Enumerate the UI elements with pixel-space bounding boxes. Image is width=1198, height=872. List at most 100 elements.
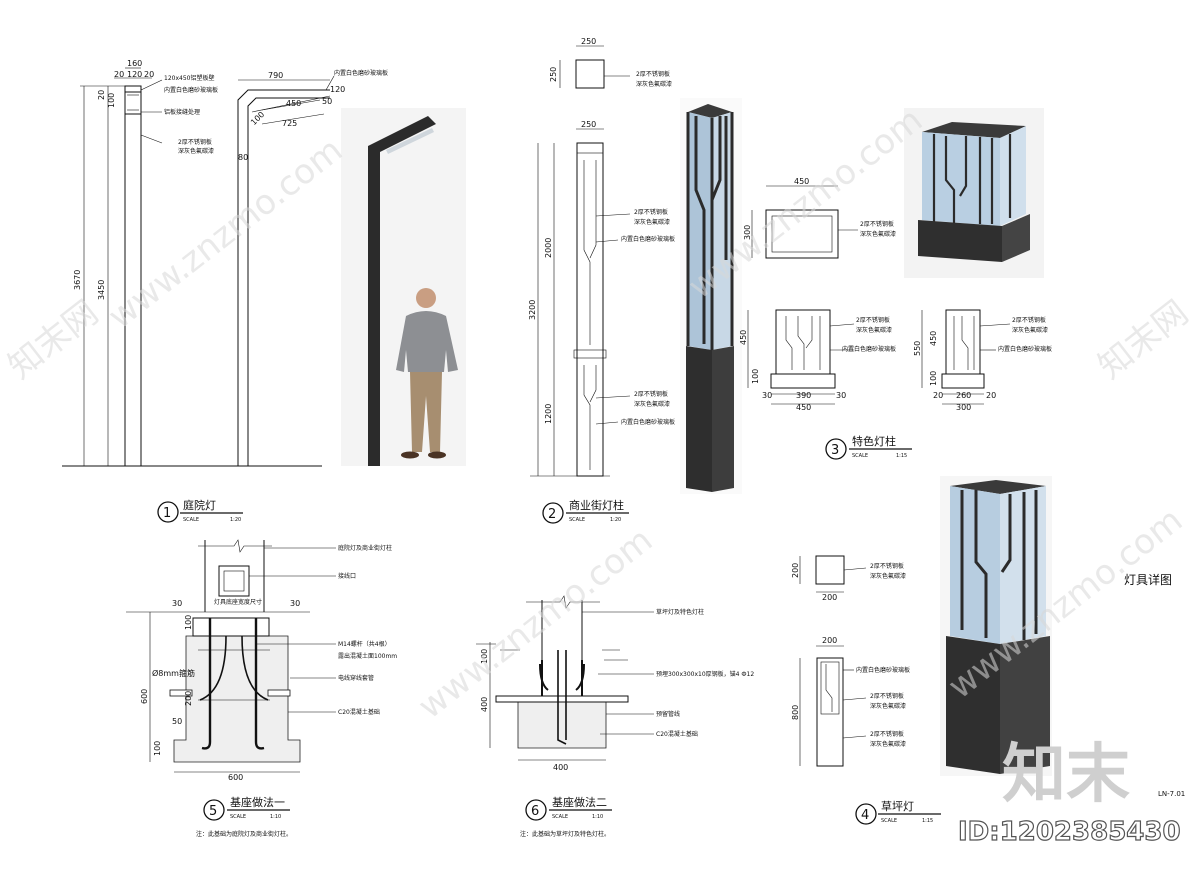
note-d2-1: 2厚不锈钢板 — [636, 70, 670, 78]
dim-d4-200c: 200 — [822, 636, 837, 645]
drawing-3-feature-lamp: 450 300 2厚不锈钢板 深灰色氟碳漆 450 100 390 30 30 … — [739, 108, 1052, 460]
detail-label: 灯具详图 — [1124, 572, 1172, 587]
note-d5-4: M14螺杆（共4根） — [338, 640, 391, 648]
note-d6-footer: 注：此基础为草坪灯及特色灯柱。 — [520, 830, 610, 838]
dim-100: 100 — [249, 110, 266, 127]
note-d5-5: 露出混凝土面100mm — [338, 652, 397, 660]
note-d3-8: 内置白色磨砂玻璃板 — [998, 345, 1052, 353]
note-d5-7: C20混凝土基础 — [338, 708, 380, 716]
scale-label-d6: SCALE — [552, 814, 568, 820]
dim-d3-100b: 100 — [929, 371, 938, 386]
dim-d3-450d: 450 — [929, 331, 938, 346]
dim-d5-30b: 30 — [290, 599, 300, 608]
note-d6-4: C20混凝土基础 — [656, 730, 698, 738]
dim-80: 80 — [238, 153, 248, 162]
scale-d4: 1:15 — [922, 818, 933, 824]
dim-d2-250b: 250 — [549, 67, 558, 82]
scale-d1: 1:20 — [230, 517, 241, 523]
dim-20-left: 20 — [114, 70, 124, 79]
title-number-4: 4 — [861, 808, 869, 823]
note-d4-5: 深灰色氟碳漆 — [870, 702, 906, 710]
dim-d2-250c: 250 — [581, 120, 596, 129]
note-d2-6: 2厚不锈钢板 — [634, 390, 668, 398]
note-d6-2: 预埋300x300x10厚钢板，锚4 Ф12 — [656, 670, 754, 678]
dim-d3-450c: 450 — [796, 403, 811, 412]
dim-3450: 3450 — [97, 280, 106, 300]
drawing-6-foundation-2: 草坪灯及特色灯柱 预埋300x300x10厚钢板，锚4 Ф12 预留管线 C20… — [476, 595, 754, 838]
dim-120b: 120 — [330, 85, 345, 94]
dim-d3-100a: 100 — [751, 369, 760, 384]
note-d1-6: 内置白色磨砂玻璃板 — [334, 69, 388, 77]
drawing-4-lawn-lamp: 200 200 2厚不锈钢板 深灰色氟碳漆 200 800 内置白色磨砂玻璃板 … — [791, 476, 1052, 825]
note-d2-5: 内置白色磨砂玻璃板 — [621, 235, 675, 243]
scale-label-d4: SCALE — [881, 818, 897, 824]
dim-d5-30a: 30 — [172, 599, 182, 608]
title-d2: 商业街灯柱 — [569, 498, 624, 512]
dim-d3-550: 550 — [913, 341, 922, 356]
title-d1: 庭院灯 — [183, 498, 216, 512]
note-d1-5: 深灰色氟碳漆 — [178, 147, 214, 155]
scale-label-d3: SCALE — [852, 453, 868, 459]
dim-d5-phi8: Ø8mm箍筋 — [152, 668, 195, 678]
street-lamp-render — [680, 98, 742, 494]
note-d3-3: 2厚不锈钢板 — [856, 316, 890, 324]
note-d3-2: 深灰色氟碳漆 — [860, 230, 896, 238]
note-d4-1: 2厚不锈钢板 — [870, 562, 904, 570]
dim-20-v: 20 — [97, 90, 106, 100]
note-d1-2: 内置白色磨砂玻璃板 — [164, 86, 218, 94]
dim-d3-30a: 30 — [762, 391, 772, 400]
dim-d3-260: 260 — [956, 391, 971, 400]
scale-label-d5: SCALE — [230, 814, 246, 820]
dim-d2-2000: 2000 — [544, 238, 553, 258]
dim-d4-200a: 200 — [822, 593, 837, 602]
title-number-1: 1 — [163, 506, 171, 521]
title-d6: 基座做法二 — [552, 795, 607, 809]
title-number-5: 5 — [209, 804, 217, 819]
note-d2-2: 深灰色氟碳漆 — [636, 80, 672, 88]
note-d2-7: 深灰色氟碳漆 — [634, 400, 670, 408]
brand-watermark: 知末 — [1002, 738, 1130, 812]
courtyard-lamp-render — [341, 108, 466, 466]
dim-d4-200b: 200 — [791, 563, 800, 578]
dim-50: 50 — [322, 97, 332, 106]
watermark-text-1: www.znzmo.com — [101, 130, 350, 337]
note-d4-3: 内置白色磨砂玻璃板 — [856, 666, 910, 674]
note-d5-2: 接线口 — [338, 572, 356, 580]
dim-d3-30b: 30 — [836, 391, 846, 400]
dim-d3-300a: 300 — [743, 225, 752, 240]
dim-d2-250a: 250 — [581, 37, 596, 46]
title-number-2: 2 — [548, 507, 556, 522]
dim-d5-600h: 600 — [228, 773, 243, 782]
note-d4-2: 深灰色氟碳漆 — [870, 572, 906, 580]
drawing-5-foundation-1: 庭院灯及商业街灯柱 接线口 灯具底座宽度尺寸 30 30 M14螺杆（共4根） … — [126, 539, 397, 838]
note-d1-4: 2厚不锈钢板 — [178, 138, 212, 146]
scale-d2: 1:20 — [610, 517, 621, 523]
note-d3-4: 深灰色氟碳漆 — [856, 326, 892, 334]
dim-120: 120 — [127, 70, 142, 79]
dim-d2-3200: 3200 — [528, 300, 537, 320]
lawn-lamp-render — [940, 476, 1052, 776]
dim-d3-450a: 450 — [794, 177, 809, 186]
title-number-3: 3 — [831, 443, 839, 458]
drawing-2-street-lamp: 250 250 2厚不锈钢板 深灰色氟碳漆 250 3200 2000 1200… — [528, 37, 742, 524]
note-d4-7: 深灰色氟碳漆 — [870, 740, 906, 748]
note-d2-3: 2厚不锈钢板 — [634, 208, 668, 216]
dim-d5-200: 200 — [184, 691, 193, 706]
dim-3670: 3670 — [73, 270, 82, 290]
note-d4-6: 2厚不锈钢板 — [870, 730, 904, 738]
note-d4-4: 2厚不锈钢板 — [870, 692, 904, 700]
note-d6-3: 预留管线 — [656, 710, 680, 718]
scale-d5: 1:10 — [270, 814, 281, 820]
dim-100-v: 100 — [107, 93, 116, 108]
dim-d3-20a: 20 — [933, 391, 943, 400]
note-d5-1: 庭院灯及商业街灯柱 — [338, 544, 392, 552]
note-d5-6: 电线穿线套管 — [338, 674, 374, 682]
dim-d3-20b: 20 — [986, 391, 996, 400]
dim-790: 790 — [268, 71, 283, 80]
note-d3-5: 内置白色磨砂玻璃板 — [842, 345, 896, 353]
title-d4: 草坪灯 — [881, 800, 914, 813]
dim-d6-400v: 400 — [480, 697, 489, 712]
note-d2-4: 深灰色氟碳漆 — [634, 218, 670, 226]
dim-d4-800: 800 — [791, 705, 800, 720]
